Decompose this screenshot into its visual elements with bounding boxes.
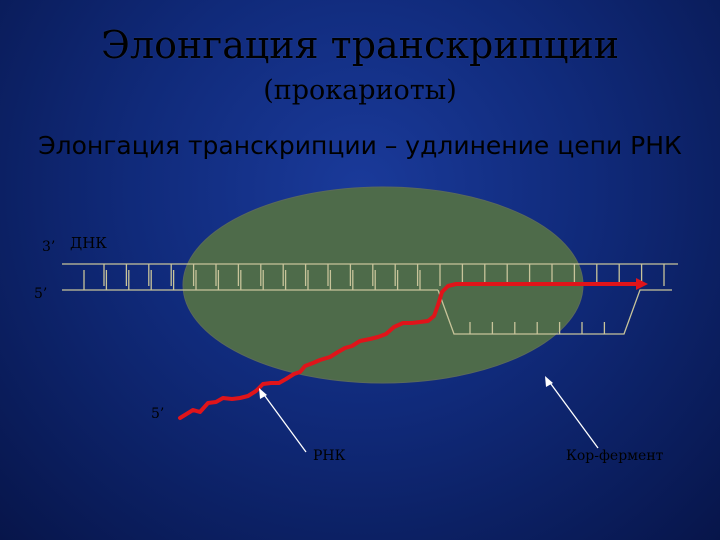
slide-title: Элонгация транскрипции: [100, 23, 620, 67]
rna-arrowhead: [636, 278, 648, 290]
dna-5prime-label: 5’: [34, 286, 48, 302]
core-enzyme-pointer-arrow: [545, 376, 599, 449]
dna-label: ДНК: [70, 234, 107, 252]
rna-pointer-arrow: [259, 388, 307, 453]
core-enzyme-label: Кор-фермент: [566, 448, 664, 464]
rna-strand: [178, 282, 642, 420]
dna-3prime-label: 3’: [42, 239, 56, 255]
rna-5prime-label: 5’: [151, 406, 165, 422]
rna-label: РНК: [313, 448, 346, 464]
statement-text: Элонгация транскрипции – удлинение цепи …: [38, 131, 682, 160]
slide-subtitle: (прокариоты): [263, 75, 457, 106]
